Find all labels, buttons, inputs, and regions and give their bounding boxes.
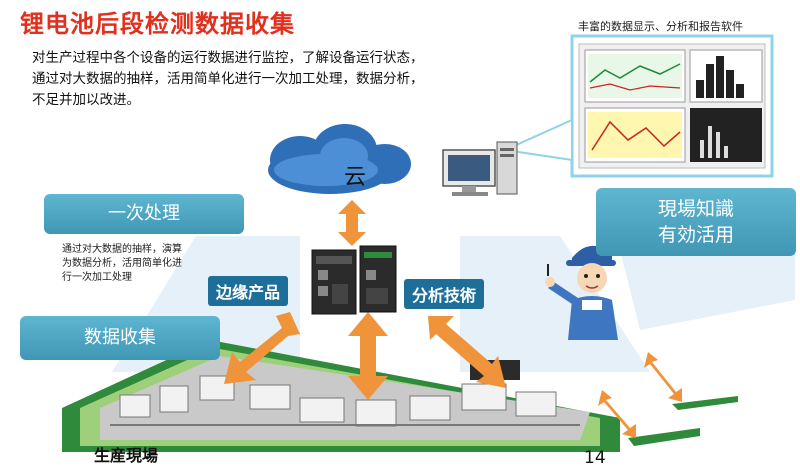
arrow-cloud-controller: [338, 200, 366, 246]
onsite-knowledge-box: 現場知識 有効活用: [596, 188, 796, 256]
arrow-edge-left: [224, 312, 300, 384]
edge-controller-icon: [311, 245, 397, 315]
arrow-edge-right: [428, 316, 506, 388]
software-screen: [570, 34, 774, 178]
description-line: 不足并加以改进。: [32, 92, 140, 108]
beam-light: [460, 236, 650, 372]
first-processing-note: 通过对大数据的抽样，演算: [62, 244, 182, 255]
first-processing-note: 为数据分析，活用简单化进: [62, 258, 182, 269]
onsite-knowledge-line: 現場知識: [657, 198, 734, 220]
arrow-remote-2: [598, 390, 636, 438]
arrow-edge-center: [348, 312, 388, 400]
arrow-remote-1: [644, 352, 682, 402]
page-title: 锂电池后段检测数据收集: [20, 10, 295, 38]
production-site-label: 生産現場: [94, 446, 159, 465]
data-collection-box: 数据收集: [20, 316, 220, 360]
analysis-technology-label: 分析技術: [404, 279, 485, 309]
software-caption: 丰富的数据显示、分析和报告软件: [578, 20, 743, 33]
onsite-knowledge-line: 有効活用: [657, 224, 734, 246]
edge-product-label: 边缘产品: [208, 276, 289, 306]
description-line: 对生产过程中各个设备的运行数据进行监控，了解设备运行状态，: [32, 50, 424, 66]
callout-pointer: [501, 118, 573, 162]
factory-floor: [62, 340, 620, 452]
computer-icon: [442, 141, 518, 196]
first-processing-label: 一次处理: [108, 203, 180, 224]
first-processing-box: 一次处理: [44, 194, 244, 234]
description-line: 通过对大数据的抽样，活用简单化进行一次加工处理，数据分析，: [32, 71, 424, 87]
first-processing-note: 行一次加工处理: [62, 272, 132, 283]
cloud-label: 云: [344, 165, 367, 190]
page-number: 14: [584, 448, 606, 468]
data-collection-label: 数据收集: [84, 327, 156, 348]
cloud-icon: [268, 124, 411, 194]
remote-site: [598, 352, 738, 446]
